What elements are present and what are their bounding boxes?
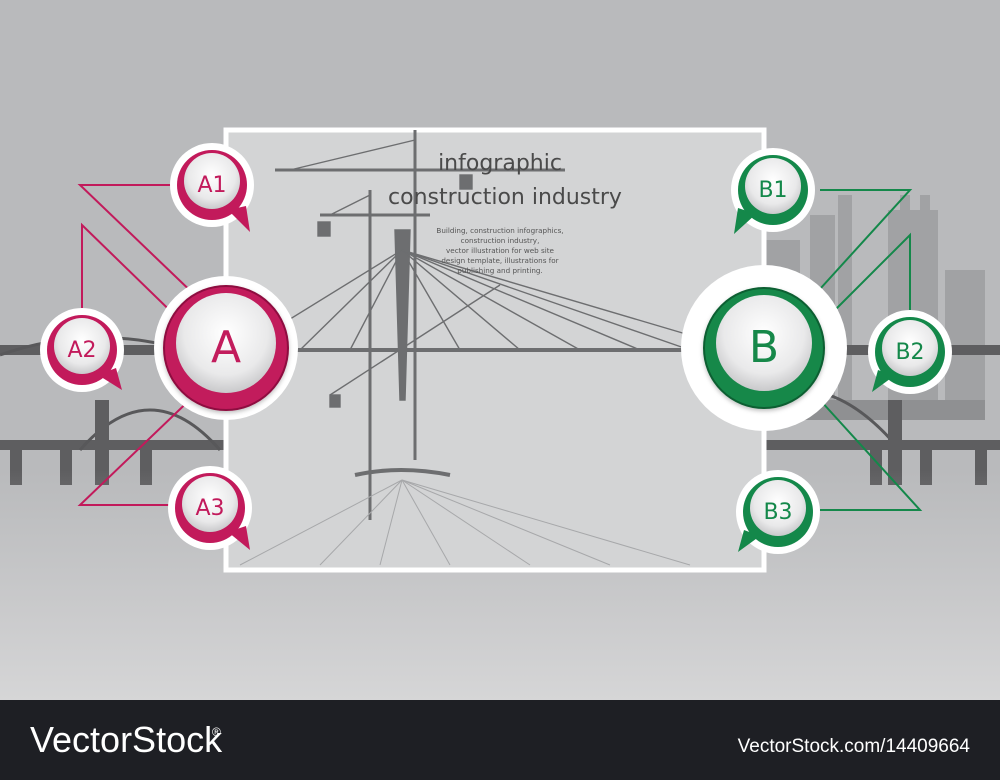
node-b3[interactable]: B3	[736, 470, 820, 554]
node-a3[interactable]: A3	[168, 466, 252, 550]
panel-reflection	[239, 479, 691, 566]
description-line: construction industry,	[461, 236, 540, 245]
connector-lines-b	[809, 189, 923, 511]
description: Building, construction infographics, con…	[436, 226, 563, 275]
node-b3-label: B3	[763, 500, 792, 525]
node-a1-label: A1	[197, 173, 226, 198]
description-line: vector illustration for web site	[446, 246, 554, 255]
main-node-a[interactable]: A	[163, 285, 289, 411]
main-node-b-label: B	[749, 322, 779, 373]
main-node-b[interactable]: B	[703, 287, 825, 409]
node-b2-label: B2	[895, 340, 924, 365]
node-a2-label: A2	[67, 338, 96, 363]
node-a1[interactable]: A1	[170, 143, 254, 232]
watermark-url: VectorStock.com/14409664	[738, 736, 971, 757]
main-node-a-label: A	[211, 322, 241, 373]
connector-lines-a	[77, 184, 201, 506]
node-b2[interactable]: B2	[868, 310, 952, 394]
watermark-brand: VectorStock	[30, 719, 223, 760]
title-line-2: construction industry	[388, 185, 622, 210]
description-line: design template, illustrations for	[441, 256, 558, 265]
node-a3-label: A3	[195, 496, 224, 521]
node-b1[interactable]: B1	[731, 148, 815, 234]
node-b1-label: B1	[758, 178, 787, 203]
registered-mark: ®	[212, 725, 221, 739]
title-line-1: infographic	[438, 151, 562, 176]
node-a2[interactable]: A2	[40, 308, 124, 392]
description-line: publishing and printing.	[457, 266, 542, 275]
crane-illustration	[226, 130, 764, 520]
description-line: Building, construction infographics,	[436, 226, 563, 235]
watermark-bar: VectorStock ® VectorStock.com/14409664	[0, 700, 1000, 780]
